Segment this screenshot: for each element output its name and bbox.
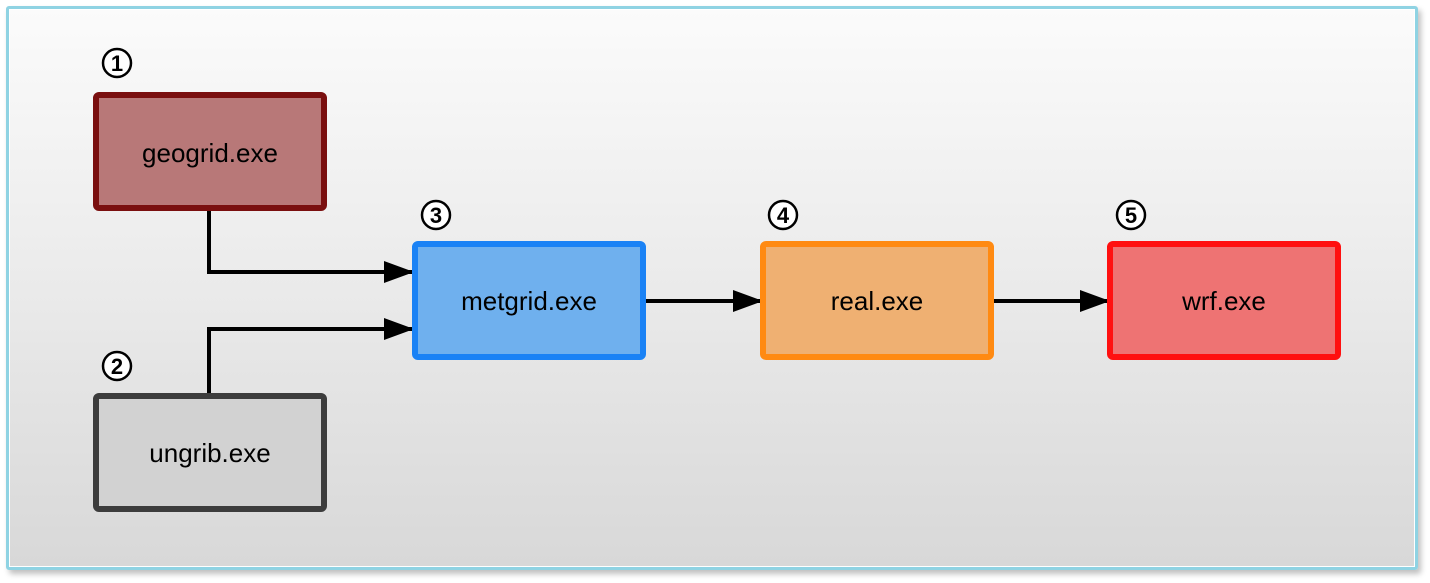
node-ungrib: ungrib.exe — [93, 393, 327, 512]
step-2-badge: 2 — [101, 350, 133, 382]
node-wrf: wrf.exe — [1107, 241, 1341, 360]
step-1-number: 1 — [111, 51, 123, 76]
step-5-badge: 5 — [1115, 199, 1147, 231]
step-4-number: 4 — [777, 203, 790, 228]
edge-geogrid-to-metgrid — [207, 208, 414, 283]
step-3-number: 3 — [430, 203, 442, 228]
step-1-badge: 1 — [101, 47, 133, 79]
node-real: real.exe — [760, 241, 994, 360]
node-geogrid: geogrid.exe — [93, 92, 327, 211]
node-metgrid: metgrid.exe — [412, 241, 646, 360]
node-geogrid-label: geogrid.exe — [142, 138, 278, 168]
step-2-number: 2 — [111, 354, 123, 379]
node-wrf-label: wrf.exe — [1181, 286, 1266, 316]
step-3-badge: 3 — [420, 199, 452, 231]
node-ungrib-label: ungrib.exe — [149, 438, 270, 468]
node-metgrid-label: metgrid.exe — [461, 286, 597, 316]
step-4-badge: 4 — [767, 199, 799, 231]
step-5-number: 5 — [1125, 203, 1137, 228]
node-real-label: real.exe — [831, 286, 924, 316]
edge-ungrib-to-metgrid — [207, 318, 414, 397]
